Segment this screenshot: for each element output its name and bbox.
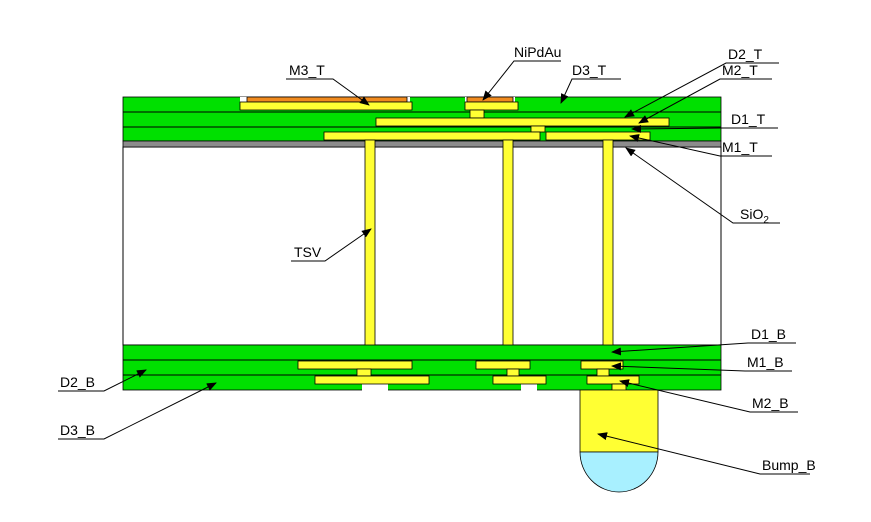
label-m1-b: M1_B: [747, 354, 784, 370]
label-bump-b: Bump_B: [762, 457, 816, 473]
m2-t-via: [530, 125, 546, 133]
top-stack: [122, 96, 722, 148]
label-sio2: SiO2: [740, 206, 769, 226]
label-m2-t: M2_T: [722, 62, 758, 78]
label-d2-b: D2_B: [60, 374, 95, 390]
sio2-layer: [122, 140, 722, 148]
m1-t-trace-left: [323, 131, 541, 141]
label-nipdau: NiPdAu: [514, 44, 561, 60]
tsv-1: [364, 139, 376, 363]
m3-t-pad-left: [239, 101, 413, 111]
silicon-substrate: [122, 146, 722, 346]
nipdau-pad-right: [466, 96, 514, 103]
d3-b-opening-1: [362, 384, 388, 391]
m3-t-via: [469, 109, 485, 119]
label-tsv: TSV: [294, 244, 322, 260]
m1-b-via-2: [506, 368, 520, 377]
bump-solder-cap: [579, 451, 659, 493]
m2-b-pad-1: [314, 375, 430, 385]
bump-pillar: [579, 389, 659, 453]
m1-b-pad-3: [580, 360, 624, 370]
label-sio2-subscript: 2: [763, 215, 769, 226]
label-d3-b: D3_B: [60, 422, 95, 438]
leader-lines: [58, 60, 810, 475]
m3-t-pad-right: [464, 101, 519, 111]
label-m2-b: M2_B: [752, 395, 789, 411]
m1-b-pad-1: [297, 360, 413, 370]
label-m1-t: M1_T: [722, 139, 758, 155]
m1-b-via-1: [356, 368, 372, 377]
label-d2-t: D2_T: [728, 46, 763, 62]
label-d1-b: D1_B: [751, 326, 786, 342]
m2-b-pad-3: [586, 375, 640, 385]
m2-t-trace: [375, 117, 670, 127]
label-d1-t: D1_T: [731, 111, 766, 127]
tsv-3: [602, 139, 614, 363]
m2-b-pad-2: [492, 375, 547, 385]
m1-b-pad-2: [475, 360, 531, 370]
label-sio2-main: SiO: [740, 206, 763, 222]
label-m3-t: M3_T: [289, 62, 325, 78]
d3-b-opening-2: [521, 384, 537, 391]
labels: NiPdAu M3_T D3_T D2_T M2_T D1_T M1_T SiO…: [60, 44, 816, 473]
nipdau-pad-left: [246, 96, 408, 103]
m1-t-trace-right: [545, 131, 651, 141]
label-d3-t: D3_T: [572, 62, 607, 78]
m1-b-via-3: [596, 368, 610, 377]
tsv-2: [502, 139, 514, 363]
bump-b: [579, 389, 659, 493]
